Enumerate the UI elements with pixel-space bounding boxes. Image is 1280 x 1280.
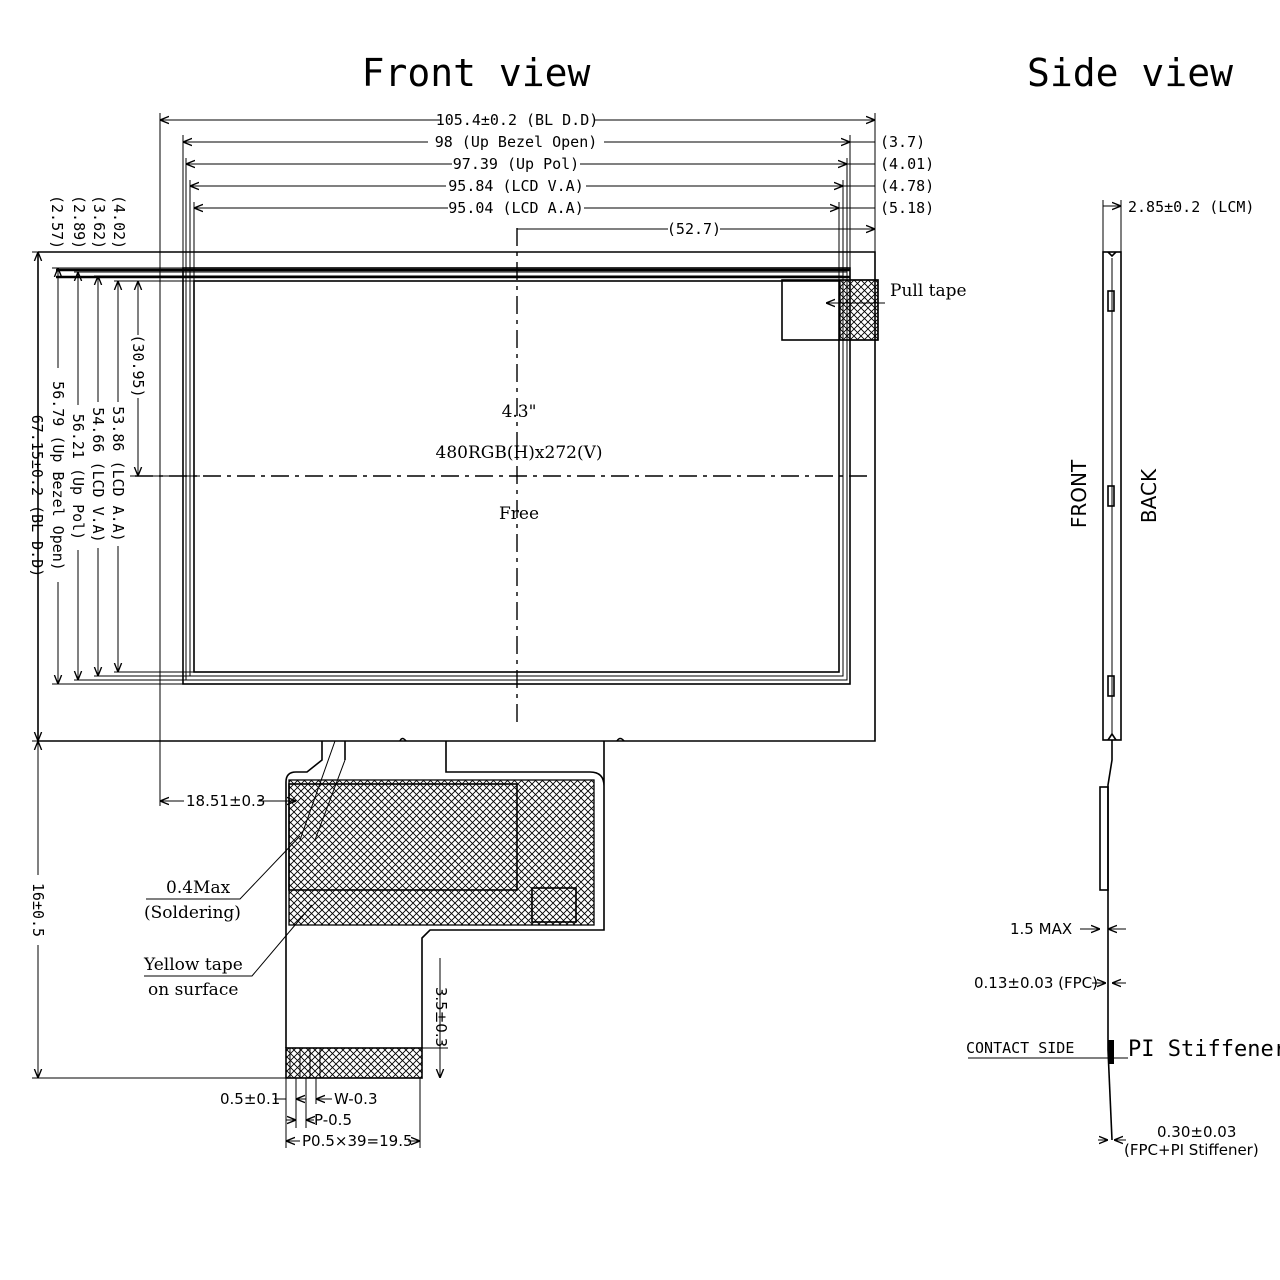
side-front-label: FRONT (1067, 459, 1091, 528)
dim-pol-height: 56.21 (Up Pol) (69, 414, 87, 540)
note-soldering: (Soldering) (144, 903, 241, 923)
dim-gold-length: 3.5±0.3 (432, 987, 450, 1047)
dim-bl-dd-height: 67.15±0.2 (BL D.D) (28, 415, 46, 578)
dim-offset-va: (4.78) (880, 177, 934, 195)
dim-aa-height: 53.86 (LCD A.A) (109, 406, 127, 541)
fpc-cable (285, 737, 625, 1079)
dim-bezel-width: 98 (Up Bezel Open) (435, 133, 598, 151)
dim-fpc-offset: 18.51±0.3 (186, 792, 265, 810)
contact-side-label: CONTACT SIDE (966, 1039, 1074, 1057)
dim-fpc-length: 16±0.5 (29, 883, 47, 937)
dim-aa-width: 95.04 (LCD A.A) (448, 199, 583, 217)
dim-bezel-height: 56.79 (Up Bezel Open) (49, 381, 67, 571)
note-yellow-tape: Yellow tape (143, 955, 243, 975)
dim-side-max: 1.5 MAX (1010, 920, 1072, 938)
screen-size: 4.3" (502, 402, 537, 422)
fpc-notes: 0.4Max (Soldering) Yellow tape on surfac… (143, 835, 313, 1000)
dim-left-offset-2: (2.89) (70, 195, 88, 249)
screen-resolution: 480RGB(H)x272(V) (436, 443, 603, 463)
front-view-title: Front view (362, 51, 591, 95)
dim-fpc-gap: 0.5±0.1 (220, 1090, 280, 1108)
dim-offset-bezel: (3.7) (880, 133, 925, 151)
pi-stiffener-label: PI Stiffener (1128, 1037, 1280, 1062)
dim-va-width: 95.84 (LCD V.A) (448, 177, 583, 195)
dim-total-thickness-note: (FPC+PI Stiffener) (1124, 1141, 1259, 1159)
top-dimensions: 105.4±0.2 (BL D.D) 98 (Up Bezel Open) 97… (159, 111, 934, 806)
left-dimensions: (2.57) (2.89) (3.62) (4.02) 67.15±0.2 (B… (28, 195, 286, 1079)
dim-center-y: (30.95) (129, 334, 147, 397)
note-on-surface: on surface (148, 980, 238, 1000)
note-solder-max: 0.4Max (166, 878, 231, 898)
dim-total-thickness: 0.30±0.03 (1157, 1123, 1236, 1141)
pull-tape: Pull tape (781, 279, 967, 341)
dim-va-height: 54.66 (LCD V.A) (89, 407, 107, 542)
side-back-label: BACK (1137, 468, 1161, 523)
dim-left-offset-1: (2.57) (48, 195, 66, 249)
dim-bl-dd-width: 105.4±0.2 (BL D.D) (436, 111, 599, 129)
fpc-dimensions: 18.51±0.3 3.5±0.3 0.5±0.1 W-0.3 P-0.5 P0… (160, 792, 450, 1150)
dim-pin-total: P0.5×39=19.5 (302, 1132, 413, 1150)
dim-lcm-thickness: 2.85±0.2 (LCM) (1128, 198, 1254, 216)
pull-tape-label: Pull tape (890, 281, 967, 301)
dim-offset-aa: (5.18) (880, 199, 934, 217)
screen-label: Free (499, 504, 539, 524)
side-view-title: Side view (1027, 51, 1233, 95)
dim-left-offset-3: (3.62) (90, 195, 108, 249)
dim-pin-width: W-0.3 (334, 1090, 378, 1108)
dim-pol-width: 97.39 (Up Pol) (453, 155, 579, 173)
dim-offset-pol: (4.01) (880, 155, 934, 173)
dim-fpc-thickness: 0.13±0.03 (FPC) (974, 974, 1098, 992)
panel-outlines (37, 251, 876, 742)
side-view: 2.85±0.2 (LCM) FRONT BACK 1.5 MAX 0.13±0… (966, 198, 1280, 1159)
dim-left-offset-4: (4.02) (110, 195, 128, 249)
dim-center-x: (52.7) (667, 220, 721, 238)
dim-pin-pitch: P-0.5 (314, 1111, 352, 1129)
